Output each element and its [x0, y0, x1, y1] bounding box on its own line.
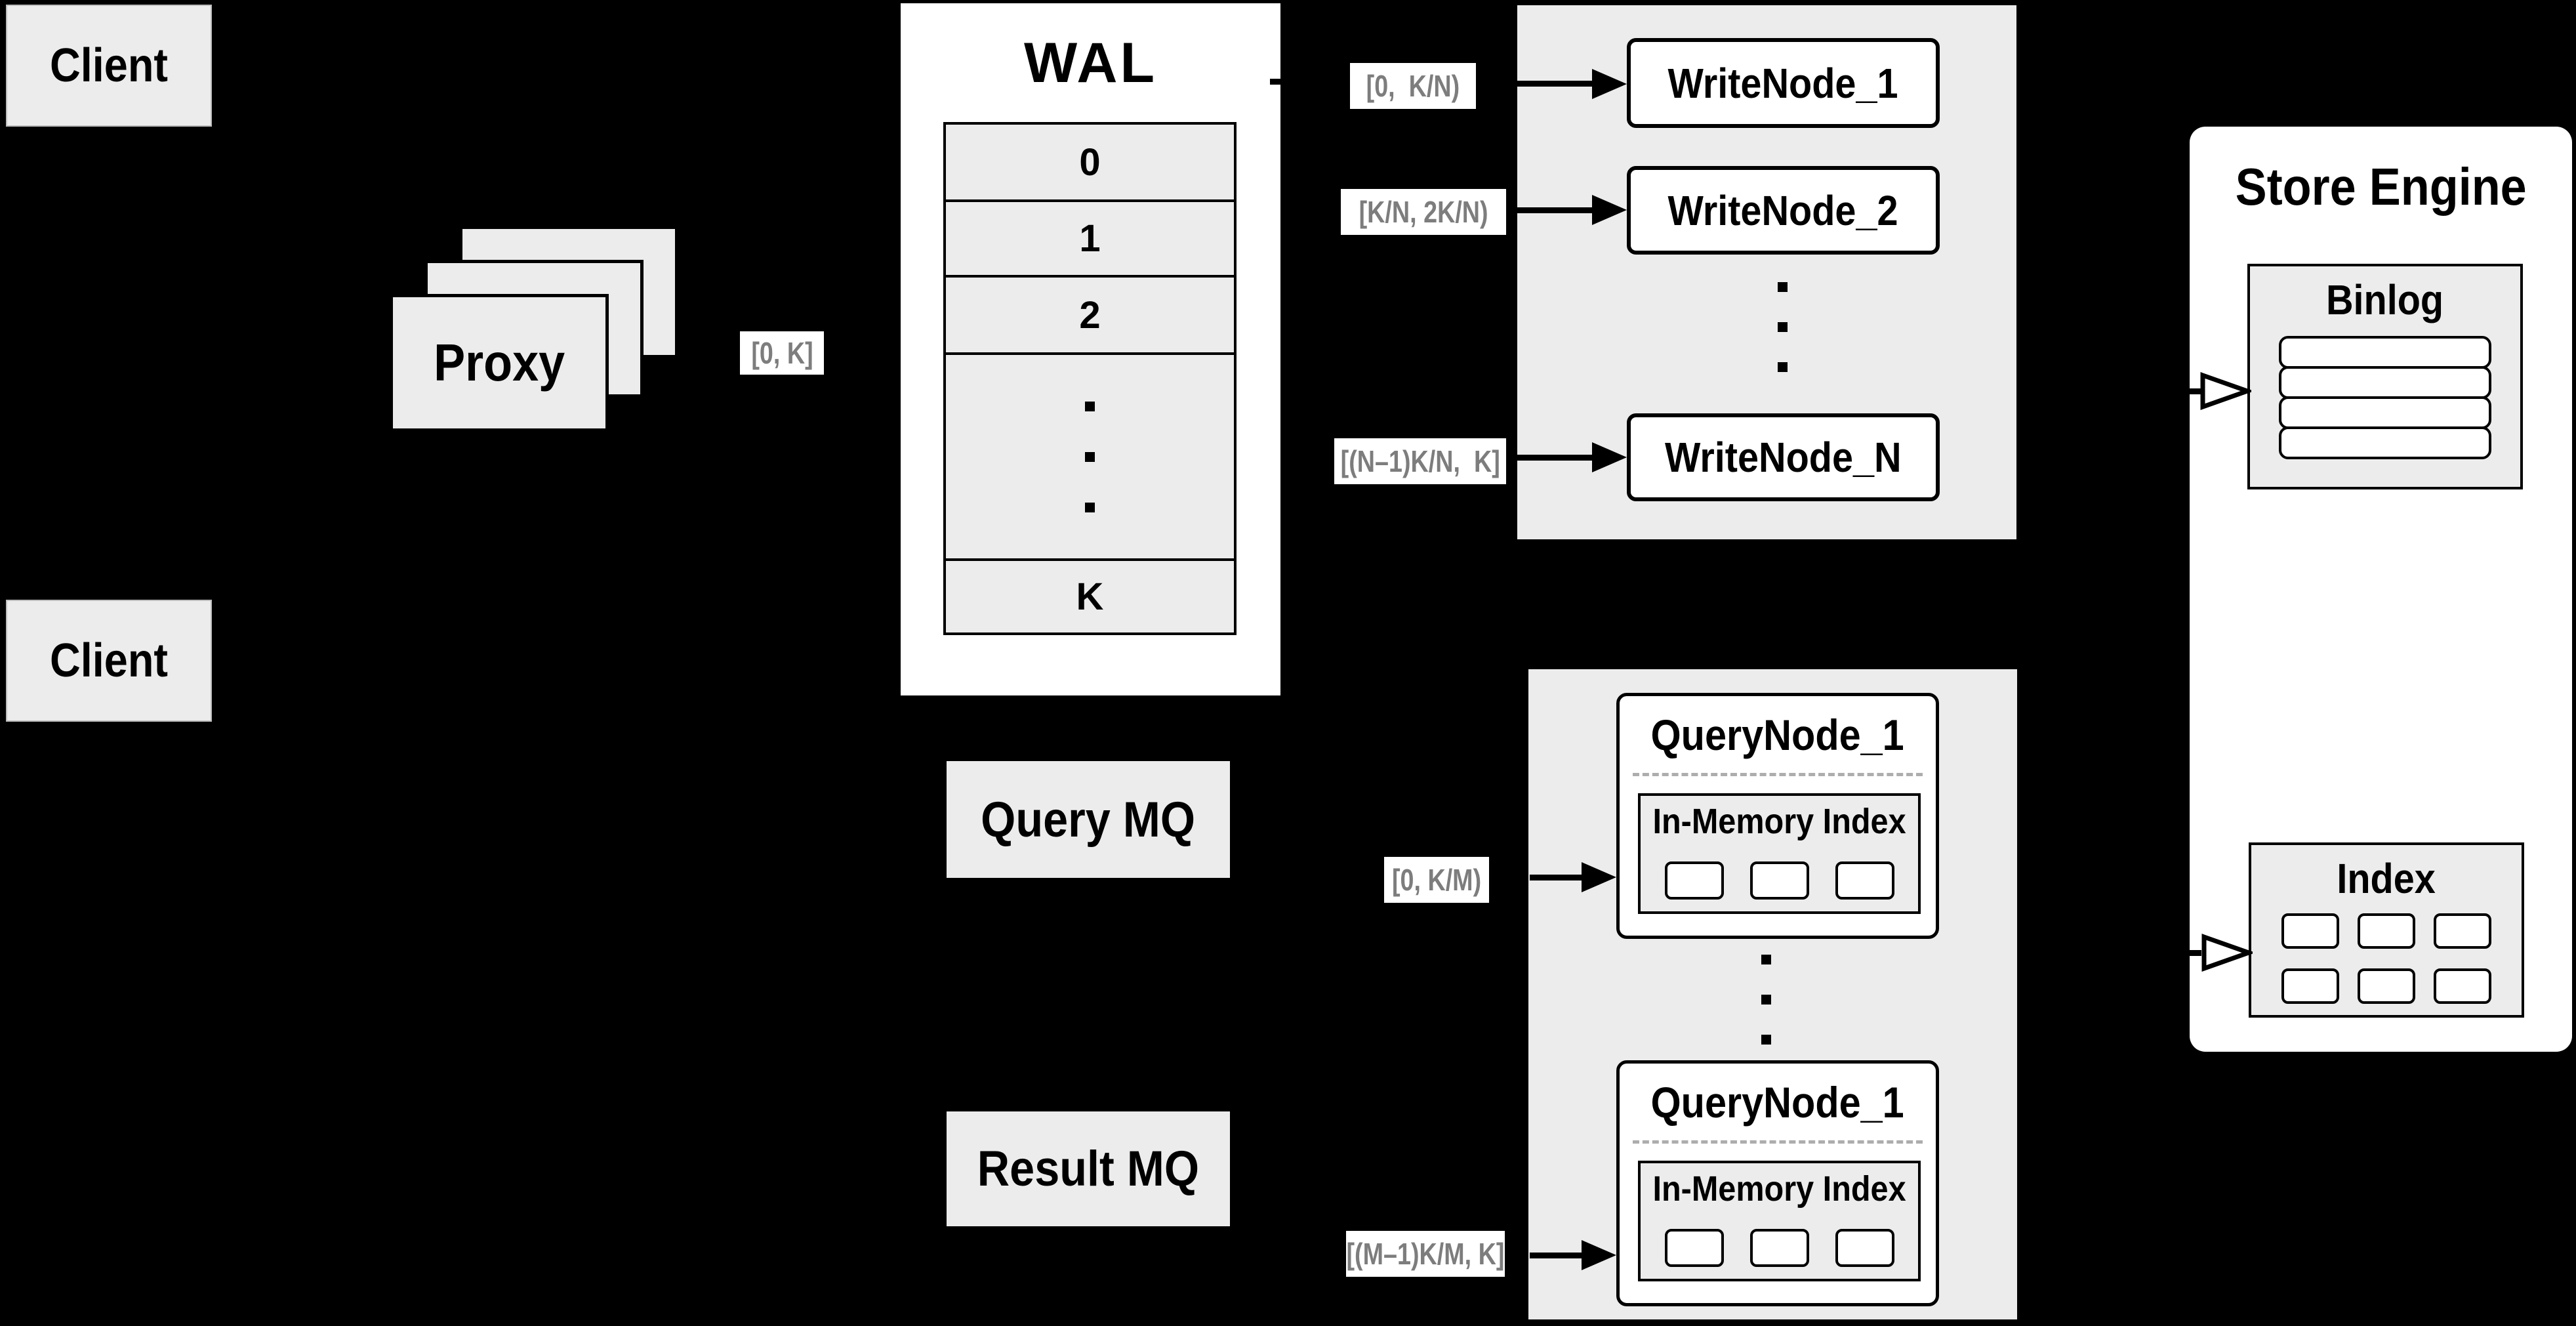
- binlog-row: [2279, 396, 2491, 429]
- ellipsis-dot: [1085, 401, 1095, 411]
- wal-segment-row: 1: [943, 199, 1237, 278]
- client-label: Client: [49, 634, 168, 687]
- arrow-head-to-querynode-2: [1582, 1240, 1616, 1270]
- segment-cell: [1664, 1229, 1724, 1267]
- segment-cell: [1835, 1229, 1894, 1267]
- wal-connector-tick: [1270, 79, 1282, 85]
- index-cells: [2281, 913, 2491, 1004]
- arrow-line-to-writenode-n: [1517, 455, 1594, 461]
- ellipsis-vertical-icon: [1085, 401, 1095, 512]
- index-title: Index: [2337, 855, 2436, 902]
- client-box-bottom: Client: [6, 600, 212, 722]
- binlog-title: Binlog: [2326, 276, 2444, 323]
- write-node-n: WriteNode_N: [1627, 413, 1940, 501]
- query-node-title: QueryNode_1: [1633, 696, 1923, 776]
- query-mq-box: Query MQ: [947, 761, 1230, 878]
- write-node-2: WriteNode_2: [1627, 166, 1940, 255]
- wal-segment-row: 0: [943, 122, 1237, 202]
- arrow-head-to-writenode-2: [1592, 195, 1627, 225]
- index-cell: [2281, 968, 2339, 1004]
- in-memory-index-box: In-Memory Index: [1638, 793, 1921, 914]
- arrow-line-to-querynode-1: [1530, 875, 1582, 881]
- wal-segment-row: K: [943, 558, 1237, 635]
- open-arrow-head-to-index: [2201, 934, 2253, 972]
- in-memory-index-box: In-Memory Index: [1638, 1161, 1921, 1281]
- ellipsis-dot: [1761, 955, 1771, 964]
- index-cell: [2358, 968, 2415, 1004]
- store-engine-box: Store Engine Binlog Index: [2190, 127, 2572, 1052]
- index-box: Index: [2249, 842, 2524, 1018]
- arrow-line-to-writenode-1: [1517, 81, 1594, 87]
- segment-cell: [1749, 861, 1809, 900]
- segment-cell: [1664, 861, 1724, 900]
- open-arrow-head-to-binlog: [2200, 372, 2251, 410]
- ellipsis-dot: [1761, 995, 1771, 1005]
- in-memory-index-title: In-Memory Index: [1652, 1169, 1906, 1209]
- proxy-card-front: Proxy: [390, 294, 609, 432]
- client-box-top: Client: [6, 5, 212, 127]
- segment-squares: [1664, 861, 1894, 900]
- ellipsis-dot: [1085, 451, 1095, 462]
- binlog-row: [2279, 426, 2491, 459]
- ellipsis-dot: [1778, 322, 1788, 332]
- store-engine-title: Store Engine: [2235, 157, 2527, 216]
- segment-squares: [1664, 1229, 1894, 1267]
- query-node-title: QueryNode_1: [1633, 1064, 1923, 1144]
- binlog-rows: [2250, 336, 2520, 459]
- proxy-label: Proxy: [433, 333, 565, 392]
- arrow-line-to-querynode-2: [1530, 1253, 1582, 1258]
- wal-segment-row: 2: [943, 275, 1237, 355]
- binlog-row: [2279, 336, 2491, 369]
- segment-cell: [1749, 1229, 1809, 1267]
- edge-label-write-n: [(N–1)K/N, K]: [1334, 438, 1506, 484]
- query-node-1: QueryNode_1 In-Memory Index: [1616, 693, 1939, 939]
- edge-label-write-2: [K/N, 2K/N): [1341, 189, 1506, 235]
- ellipsis-dot: [1778, 282, 1788, 292]
- edge-label-query-m: [(M–1)K/M, K]: [1346, 1231, 1505, 1277]
- arrow-head-to-querynode-1: [1582, 862, 1616, 892]
- edge-label-proxy-to-wal: [0, K]: [740, 331, 824, 375]
- ellipsis-vertical-icon: [1761, 955, 1771, 1045]
- ellipsis-dot: [1085, 502, 1095, 512]
- write-node-1: WriteNode_1: [1627, 38, 1940, 128]
- arrow-line-to-binlog: [2183, 388, 2201, 394]
- ellipsis-vertical-icon: [1778, 282, 1788, 372]
- ellipsis-dot: [1778, 362, 1788, 372]
- index-cell: [2358, 913, 2415, 949]
- wal-ellipsis-row: [943, 352, 1237, 561]
- segment-cell: [1835, 861, 1894, 900]
- edge-label-write-1: [0, K/N): [1350, 63, 1476, 109]
- arrow-line-to-index: [2183, 950, 2201, 956]
- edge-label-query-1: [0, K/M): [1384, 857, 1489, 903]
- ellipsis-dot: [1761, 1035, 1771, 1045]
- index-cell: [2281, 913, 2339, 949]
- binlog-row: [2279, 366, 2491, 399]
- arrow-line-to-writenode-2: [1517, 207, 1594, 213]
- query-node-2: QueryNode_1 In-Memory Index: [1616, 1060, 1939, 1306]
- index-cell: [2434, 968, 2491, 1004]
- client-label: Client: [49, 39, 168, 92]
- index-cell: [2434, 913, 2491, 949]
- wal-segment-table: 0 1 2 K: [943, 122, 1237, 635]
- in-memory-index-title: In-Memory Index: [1652, 802, 1906, 841]
- binlog-box: Binlog: [2247, 264, 2523, 489]
- wal-title: WAL: [1023, 31, 1158, 94]
- arrow-head-to-writenode-1: [1592, 69, 1627, 99]
- result-mq-box: Result MQ: [947, 1111, 1230, 1226]
- arrow-head-to-writenode-n: [1592, 442, 1627, 472]
